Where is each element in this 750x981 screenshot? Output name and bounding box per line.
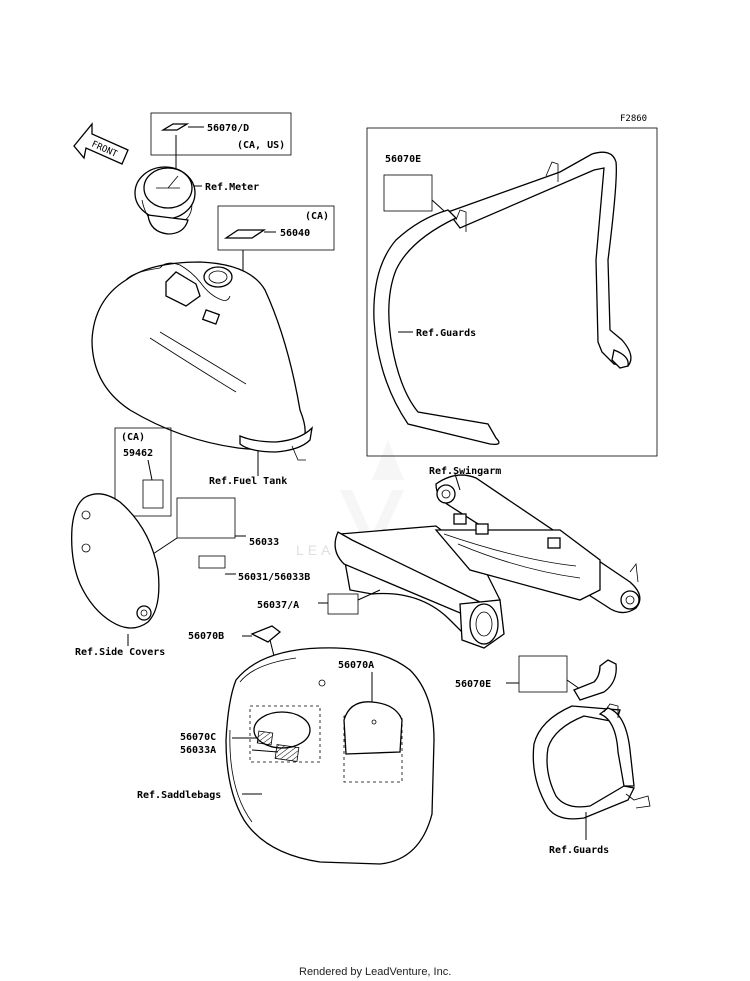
speedometer-part: Ref.Meter (134, 166, 259, 235)
label-ca-1: (CA) (305, 211, 329, 222)
label-ref-swingarm: Ref.Swingarm (429, 465, 501, 477)
label-56070b: 56070B (188, 631, 224, 642)
label-56070e-top: 56070E (385, 154, 421, 165)
footer-credit: Rendered by LeadVenture, Inc. (299, 966, 451, 978)
label-ref-side-covers: Ref.Side Covers (75, 646, 165, 658)
sidecover-label-callout: (CA) 59462 (114, 427, 172, 517)
label-56033: 56033 (249, 537, 279, 548)
front-arrow: FRONT (73, 122, 129, 165)
sticker-56033: 56033 (149, 497, 279, 557)
label-ref-guards-bot: Ref.Guards (549, 845, 609, 856)
label-ca-2: (CA) (121, 432, 145, 443)
label-56033a: 56033A (180, 745, 216, 756)
saddlebag-part: 56070B 56070A 56070C 56033A Ref.Saddleba… (137, 625, 435, 865)
label-56037a: 56037/A (257, 600, 299, 611)
label-ref-meter: Ref.Meter (205, 182, 259, 193)
bottom-guards-part: 56070E Ref.Guards (455, 655, 651, 856)
label-56070c: 56070C (180, 732, 216, 743)
sticker-56037: 56037/A (257, 589, 381, 615)
label-ref-saddlebags: Ref.Saddlebags (137, 790, 221, 801)
label-ref-guards-top: Ref.Guards (416, 328, 476, 339)
side-cover-part: Ref.Side Covers (71, 493, 165, 658)
sticker-56031: 56031/56033B (198, 555, 310, 583)
tank-label-callout: (CA) 56040 (217, 205, 335, 302)
label-ref-fuel-tank: Ref.Fuel Tank (209, 476, 287, 487)
label-56040: 56040 (280, 228, 310, 239)
top-guards-callout: 56070E Ref.Guards (366, 127, 658, 457)
figure-code: F2860 (620, 114, 647, 124)
meter-label-callout: 56070/D (CA, US) (150, 112, 292, 176)
label-56070a: 56070A (338, 660, 374, 671)
label-59462: 59462 (123, 448, 153, 459)
swingarm-part: Ref.Swingarm (334, 465, 641, 649)
label-56031-56033b: 56031/56033B (238, 572, 310, 583)
label-ca-us: (CA, US) (237, 140, 285, 151)
label-56070e-bot: 56070E (455, 679, 491, 690)
fuel-tank-part: Ref.Fuel Tank (91, 261, 313, 487)
label-56070d: 56070/D (207, 123, 249, 134)
